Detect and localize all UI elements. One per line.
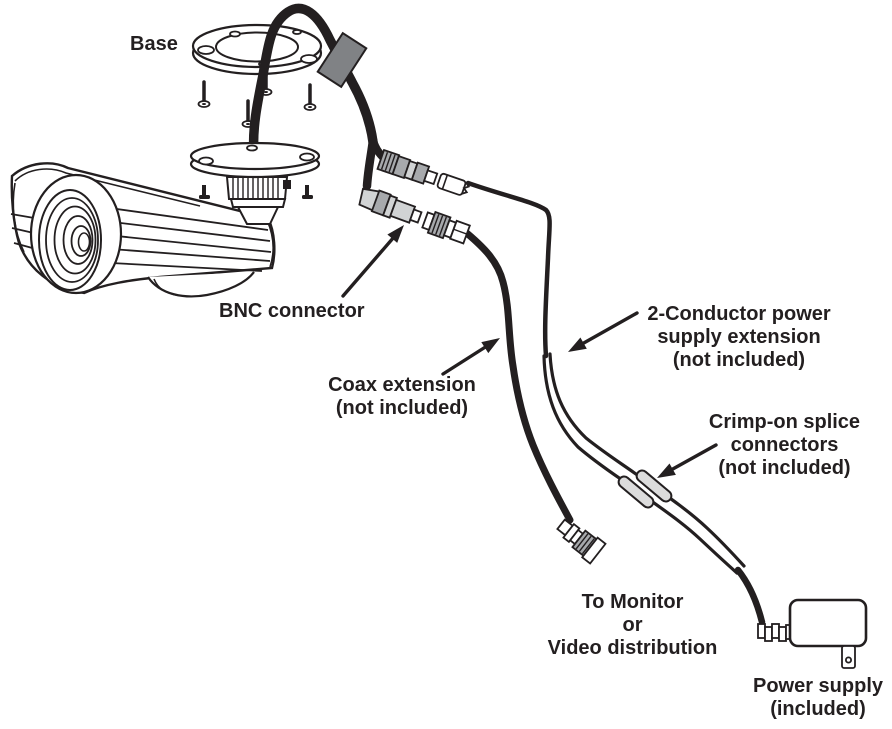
- label-coax-line1: Coax extension: [328, 374, 476, 396]
- arrow-power-extension: [568, 311, 639, 352]
- arrow-bnc-connector: [341, 225, 404, 298]
- set-screw: [283, 180, 291, 189]
- bracket-screw: [302, 185, 313, 199]
- bnc-plug-end: [556, 518, 607, 565]
- label-base: Base: [130, 33, 178, 55]
- label-monitor-line2: or: [622, 614, 643, 636]
- cable-sleeve: [316, 31, 368, 89]
- label-coax-extension: Coax extension (not included): [307, 374, 497, 420]
- knurled-collar: [232, 178, 279, 198]
- label-splice-line1: Crimp-on splice: [708, 411, 861, 433]
- camera-illustration: [10, 162, 276, 298]
- bracket-screw: [199, 185, 210, 199]
- strain-relief: [757, 623, 794, 642]
- label-monitor-line3: Video distribution: [547, 637, 718, 659]
- mounting-screw: [303, 83, 317, 111]
- camera-lens: [29, 173, 123, 295]
- label-monitor-line1: To Monitor: [581, 591, 684, 613]
- power-cord-to-adapter: [734, 566, 766, 626]
- callout-arrows: [341, 225, 718, 478]
- label-coax-line2: (not included): [335, 397, 469, 419]
- camera-cable: [248, 3, 378, 157]
- label-monitor: To Monitor or Video distribution: [535, 591, 730, 660]
- power-plug-pair: [376, 148, 471, 196]
- label-splice-line3: (not included): [718, 457, 851, 479]
- mounting-screw: [197, 80, 211, 108]
- plug-blade: [841, 645, 856, 669]
- label-power-ext-line3: (not included): [672, 349, 806, 371]
- coax-extension-cable: [459, 226, 574, 524]
- arrow-coax-extension: [441, 338, 500, 376]
- splice-connector: [617, 475, 655, 509]
- label-bnc-connector: BNC connector: [219, 300, 365, 322]
- video-pigtail-cable: [362, 135, 378, 191]
- label-power-ext-line2: supply extension: [657, 326, 821, 348]
- label-power-supply: Power supply (included): [744, 675, 892, 721]
- label-psu-line2: (included): [770, 698, 866, 720]
- bnc-connector-pair: [358, 187, 471, 245]
- label-power-ext-line1: 2-Conductor power: [647, 303, 831, 325]
- label-splice-line2: connectors: [730, 434, 839, 456]
- base-plate: [191, 23, 323, 76]
- power-supply-adapter: [757, 598, 868, 669]
- splice-connector: [635, 469, 673, 503]
- power-extension-cable: [465, 180, 552, 359]
- label-splice-connectors: Crimp-on splice connectors (not included…: [692, 411, 877, 480]
- label-psu-line1: Power supply: [752, 675, 884, 697]
- camera-flange: [189, 141, 321, 179]
- arrow-splice-connectors: [657, 443, 718, 478]
- label-power-extension: 2-Conductor power supply extension (not …: [634, 303, 844, 372]
